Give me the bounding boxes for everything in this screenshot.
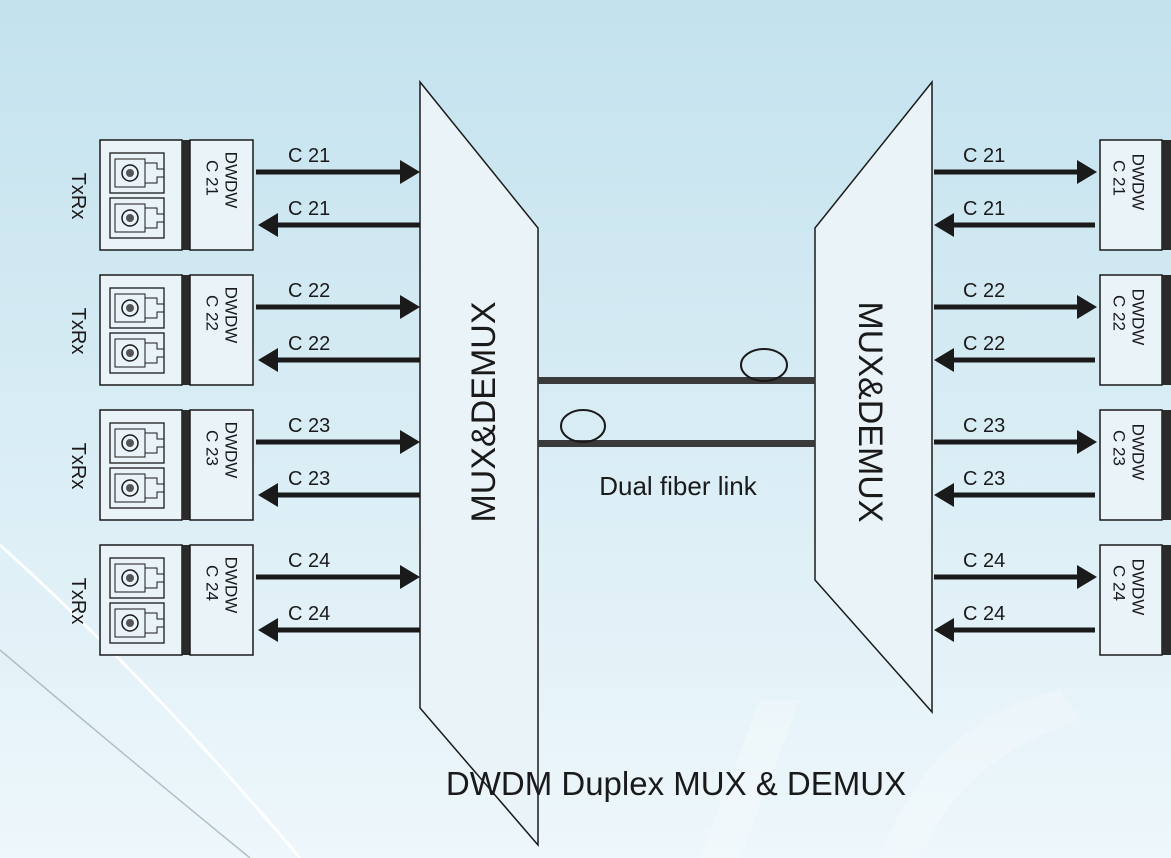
module-label: DWDW: [1129, 154, 1148, 211]
tx-channel-label: C 21: [963, 145, 1005, 167]
decor-watermark: [880, 690, 1080, 858]
arrowhead-right-icon: [400, 430, 420, 454]
mux-left-label: MUX&DEMUX: [465, 301, 503, 522]
module-strip: [1162, 545, 1171, 655]
module-strip: [182, 545, 190, 655]
arrowhead-left-icon: [934, 213, 954, 237]
tx-channel-label: C 23: [963, 415, 1005, 437]
rx-channel-label: C 24: [288, 603, 330, 625]
lc-port-icon: [109, 602, 165, 644]
lc-port-icon: [109, 467, 165, 509]
tx-channel-label: C 22: [288, 280, 330, 302]
rx-channel-label: C 22: [288, 333, 330, 355]
txrx-label: TxRx: [67, 578, 89, 625]
arrowhead-left-icon: [934, 348, 954, 372]
dwdw-module-box: [1099, 544, 1163, 656]
arrowhead-right-icon: [1077, 565, 1097, 589]
module-strip: [182, 410, 190, 520]
arrowhead-left-icon: [934, 618, 954, 642]
tx-channel-label: C 24: [288, 550, 330, 572]
module-strip: [182, 275, 190, 385]
lc-port-icon: [109, 332, 165, 374]
module-channel-label: C 22: [203, 295, 222, 331]
tx-channel-label: C 24: [963, 550, 1005, 572]
module-label: DWDW: [1129, 289, 1148, 346]
arrowhead-left-icon: [258, 348, 278, 372]
fiber-loop-lower: [560, 409, 606, 443]
rx-channel-label: C 21: [963, 198, 1005, 220]
fiber-line-upper: [538, 377, 815, 384]
fiber-loop-upper: [740, 348, 788, 382]
decor-watermark: [700, 700, 800, 858]
arrowhead-right-icon: [400, 295, 420, 319]
rx-channel-label: C 23: [288, 468, 330, 490]
lc-port-icon: [109, 557, 165, 599]
mux-demux-right: [814, 79, 933, 714]
link-label: Dual fiber link: [599, 471, 758, 501]
module-channel-label: C 21: [203, 160, 222, 196]
lc-port-icon: [109, 152, 165, 194]
txrx-label: TxRx: [67, 173, 89, 220]
txrx-label: TxRx: [67, 308, 89, 355]
module-label: DWDW: [1129, 559, 1148, 616]
module-channel-label: C 23: [1110, 430, 1129, 466]
dwdw-module-box: [189, 409, 254, 521]
module-channel-label: C 23: [203, 430, 222, 466]
module-label: DWDW: [222, 287, 241, 344]
lc-port-icon: [109, 197, 165, 239]
rx-channel-label: C 24: [963, 603, 1005, 625]
mux-demux-left: [419, 79, 539, 848]
dwdw-module-box: [189, 544, 254, 656]
module-label: DWDW: [222, 557, 241, 614]
rx-channel-label: C 23: [963, 468, 1005, 490]
txrx-label: TxRx: [67, 443, 89, 490]
dwdw-module-box: [189, 274, 254, 386]
arrowhead-right-icon: [1077, 160, 1097, 184]
tx-channel-label: C 21: [288, 145, 330, 167]
dwdw-module-box: [189, 139, 254, 251]
dwdw-module-box: [1099, 139, 1163, 251]
arrowhead-left-icon: [258, 213, 278, 237]
arrowhead-left-icon: [934, 483, 954, 507]
arrowhead-left-icon: [258, 618, 278, 642]
arrowhead-right-icon: [1077, 295, 1097, 319]
module-strip: [182, 140, 190, 250]
arrowhead-left-icon: [258, 483, 278, 507]
lc-port-icon: [109, 287, 165, 329]
module-strip: [1162, 140, 1171, 250]
module-strip: [1162, 275, 1171, 385]
diagram-title: DWDM Duplex MUX & DEMUX: [446, 765, 906, 802]
module-label: DWDW: [1129, 424, 1148, 481]
module-strip: [1162, 410, 1171, 520]
rx-channel-label: C 22: [963, 333, 1005, 355]
module-channel-label: C 21: [1110, 160, 1129, 196]
lc-port-icon: [109, 422, 165, 464]
decor-swoosh: [0, 543, 302, 858]
tx-channel-label: C 23: [288, 415, 330, 437]
tx-channel-label: C 22: [963, 280, 1005, 302]
module-label: DWDW: [222, 422, 241, 479]
arrowhead-right-icon: [1077, 430, 1097, 454]
module-label: DWDW: [222, 152, 241, 209]
dwdw-module-box: [1099, 409, 1163, 521]
module-channel-label: C 24: [203, 565, 222, 601]
mux-right-label: MUX&DEMUX: [851, 301, 889, 522]
arrowhead-right-icon: [400, 160, 420, 184]
decor-swoosh: [0, 649, 251, 858]
rx-channel-label: C 21: [288, 198, 330, 220]
module-channel-label: C 22: [1110, 295, 1129, 331]
fiber-line-lower: [538, 440, 815, 447]
arrowhead-right-icon: [400, 565, 420, 589]
module-channel-label: C 24: [1110, 565, 1129, 601]
